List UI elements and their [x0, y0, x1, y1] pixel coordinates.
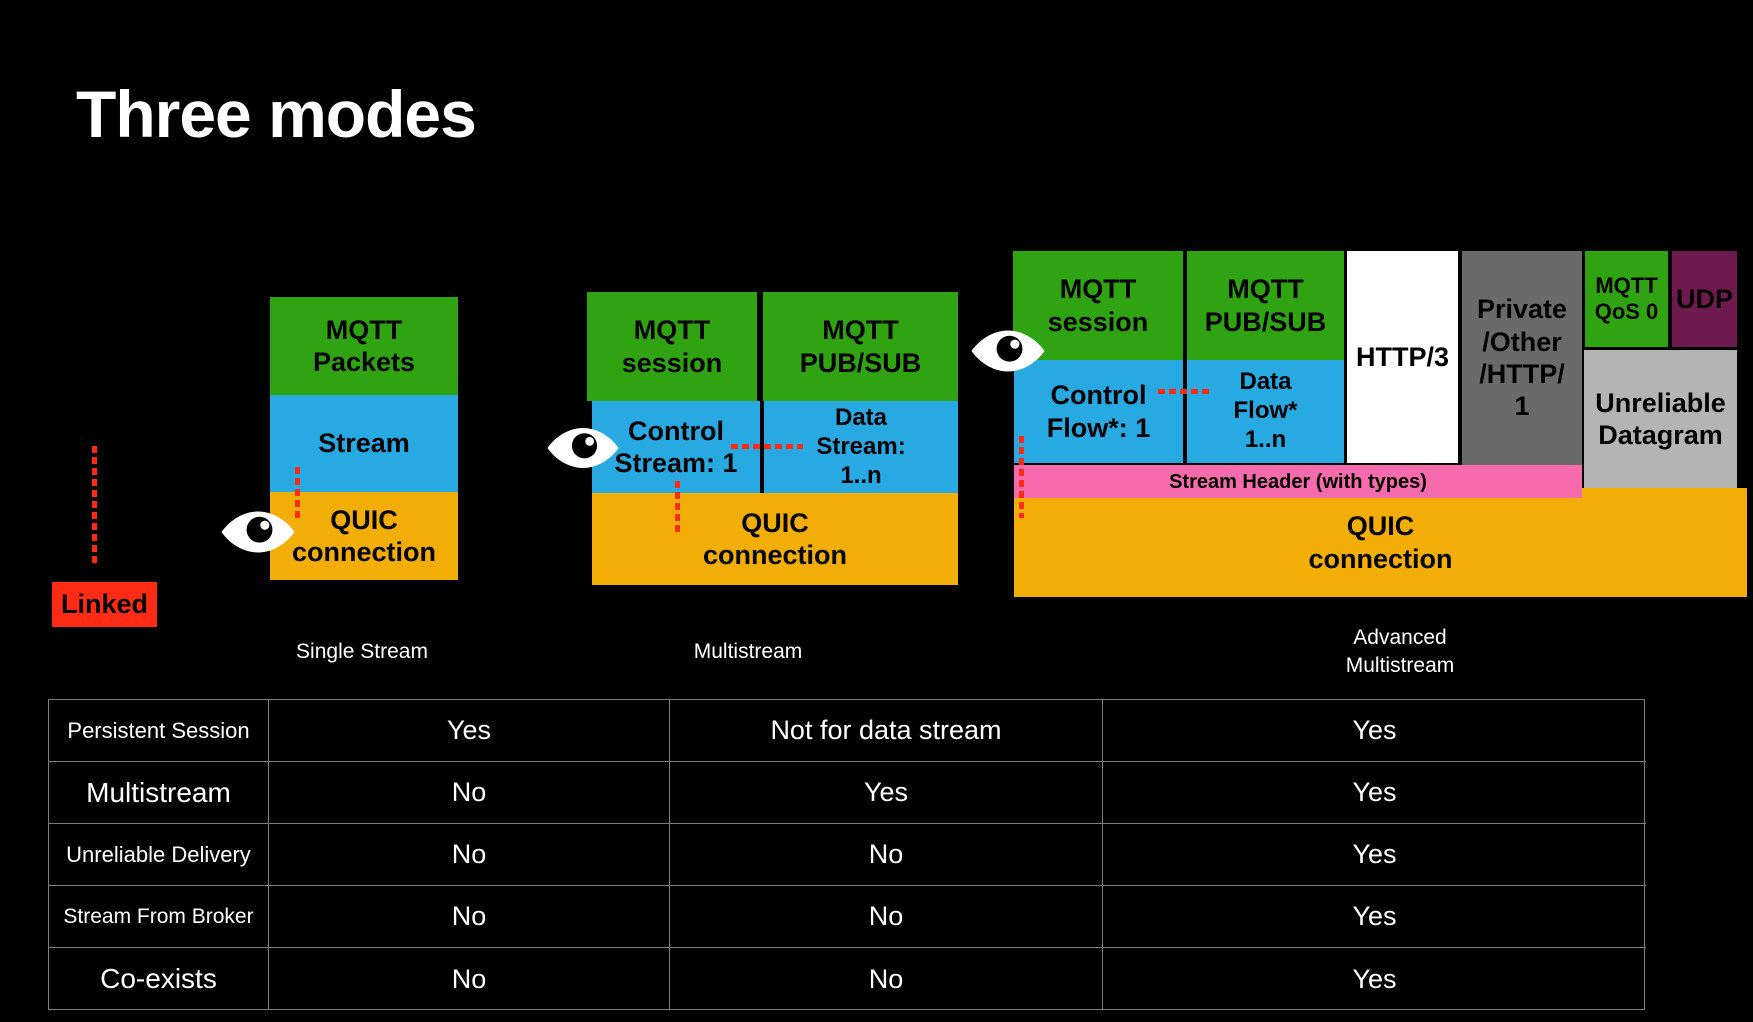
table-cell: Yes	[1103, 824, 1646, 886]
linked-badge: Linked	[52, 582, 157, 627]
advanced-link-line-vertical	[1019, 436, 1024, 518]
multistream-link-line-vertical	[675, 481, 680, 533]
linked-dashed-line	[92, 446, 97, 566]
table-cell: Not for data stream	[670, 700, 1103, 762]
advanced-unreliable-datagram-box: Unreliable Datagram	[1584, 350, 1737, 488]
single-stream-label: Single Stream	[296, 640, 428, 663]
eye-icon	[546, 424, 620, 477]
table-cell: Yes	[269, 700, 670, 762]
table-cell: No	[269, 762, 670, 824]
table-cell: Yes	[1103, 700, 1646, 762]
advanced-data-flow-box: Data Flow* 1..n	[1187, 360, 1344, 463]
row-label: Stream From Broker	[49, 886, 269, 948]
table-cell: No	[670, 824, 1103, 886]
advanced-multistream-label: Advanced Multistream	[1345, 626, 1455, 677]
table-cell: No	[269, 824, 670, 886]
table-cell: No	[670, 948, 1103, 1010]
advanced-quic-box: QUIC connection	[1014, 488, 1747, 597]
multistream-mqtt-session-box: MQTT session	[587, 292, 757, 401]
row-label: Co-exists	[49, 948, 269, 1010]
multistream-label: Multistream	[693, 640, 803, 663]
table-cell: Yes	[1103, 762, 1646, 824]
table-cell: Yes	[1103, 886, 1646, 948]
advanced-http3-box: HTTP/3	[1347, 251, 1458, 463]
advanced-private-other-box: Private /Other /HTTP/ 1	[1462, 251, 1582, 465]
advanced-control-flow-box: Control Flow*: 1	[1014, 360, 1183, 463]
row-label: Unreliable Delivery	[49, 824, 269, 886]
eye-icon	[970, 326, 1046, 381]
table-cell: No	[269, 886, 670, 948]
single-stream-link-line	[295, 467, 300, 519]
advanced-mqtt-qos0-box: MQTT QoS 0	[1585, 251, 1668, 347]
table-cell: Yes	[1352, 963, 1397, 994]
multistream-quic-box: QUIC connection	[592, 493, 958, 585]
single-stream-mqtt-packets-box: MQTT Packets	[270, 297, 458, 395]
single-stream-stream-box: Stream	[270, 395, 458, 492]
advanced-link-line-horizontal	[1158, 389, 1212, 394]
multistream-mqtt-pubsub-box: MQTT PUB/SUB	[763, 292, 958, 401]
advanced-mqtt-pubsub-box: MQTT PUB/SUB	[1187, 251, 1344, 360]
row-label: Persistent Session	[49, 700, 269, 762]
comparison-table: Persistent Session Yes Not for data stre…	[48, 699, 1646, 1010]
advanced-stream-header-bar: Stream Header (with types)	[1014, 465, 1582, 498]
row-label: Multistream	[49, 762, 269, 824]
single-stream-quic-box: QUIC connection	[270, 492, 458, 580]
multistream-link-line-horizontal	[731, 444, 803, 449]
table-cell: Yes	[670, 762, 1103, 824]
advanced-mqtt-session-box: MQTT session	[1013, 251, 1183, 360]
page-title: Three modes	[76, 77, 477, 151]
table-cell: No	[269, 948, 670, 1010]
advanced-udp-box: UDP	[1672, 251, 1737, 347]
table-cell: No	[670, 886, 1103, 948]
eye-icon	[220, 507, 296, 562]
